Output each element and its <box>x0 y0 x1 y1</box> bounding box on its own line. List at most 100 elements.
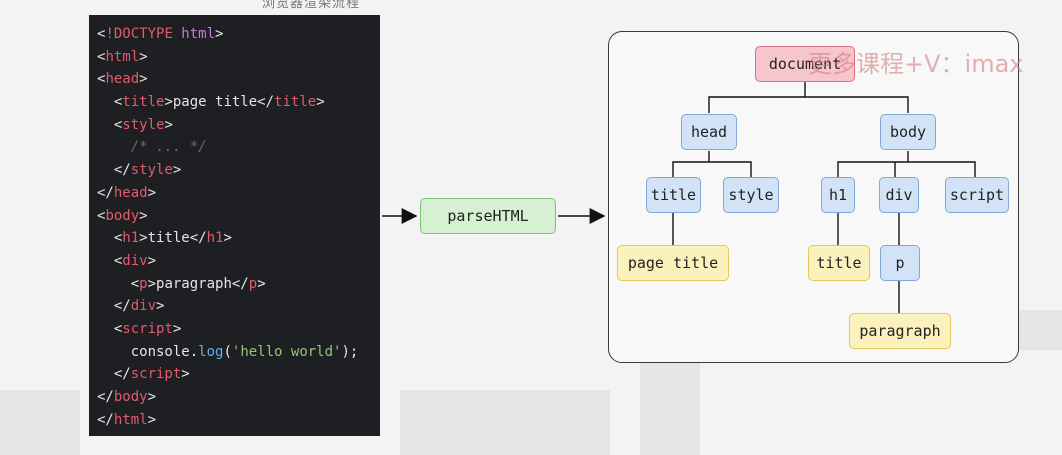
code-token: html <box>172 26 216 42</box>
watermark-text: 更多课程+V：imax <box>808 50 1024 78</box>
code-token: < <box>97 230 123 247</box>
code-token: head <box>113 184 148 201</box>
code-token: > <box>316 94 325 111</box>
code-token: < <box>97 252 123 269</box>
code-line: <style> <box>97 114 380 137</box>
code-token: ( <box>223 343 232 360</box>
code-line: </script> <box>97 363 380 386</box>
code-token: > <box>147 411 157 428</box>
code-token: title <box>122 94 165 111</box>
code-line: console.log('hello world'); <box>97 341 380 364</box>
code-token: > <box>139 48 148 65</box>
code-token: body <box>105 207 140 224</box>
code-line: <div> <box>97 250 380 273</box>
code-token: p <box>248 275 258 292</box>
code-token: > <box>147 252 157 269</box>
background-watermark-stroke <box>400 390 610 455</box>
code-line: <head> <box>97 68 380 91</box>
html-source-code-panel: <!DOCTYPE html><html><head> <title>page … <box>89 15 380 436</box>
node-style: style <box>723 177 779 213</box>
code-token: < <box>97 116 123 133</box>
background-watermark-stroke <box>0 390 80 455</box>
code-token: > <box>147 184 157 201</box>
code-token: > <box>164 116 173 133</box>
code-token: div <box>130 298 157 315</box>
code-token: style <box>122 116 165 133</box>
code-token: !DOCTYPE <box>105 26 173 42</box>
code-token: style <box>130 162 173 179</box>
node-h1-text: title <box>808 245 870 281</box>
code-token: </ <box>97 366 131 383</box>
code-token: < <box>97 275 140 292</box>
code-token: </ <box>97 389 114 405</box>
code-line: <script> <box>97 318 380 341</box>
node-h1: h1 <box>821 177 855 213</box>
code-line: </div> <box>97 295 380 318</box>
code-token: html <box>113 411 148 428</box>
code-token: </ <box>97 162 131 179</box>
code-token: log <box>198 343 224 360</box>
code-token: </ <box>97 411 114 428</box>
code-token: < <box>97 207 106 224</box>
code-token: div <box>122 252 148 269</box>
code-token: ); <box>341 343 359 360</box>
code-token: > <box>223 230 232 247</box>
code-line: </html> <box>97 409 380 432</box>
code-token: > <box>147 389 157 405</box>
code-token: < <box>97 26 106 42</box>
node-page-title-text: page title <box>617 245 729 281</box>
code-line: <h1>title</h1> <box>97 227 380 250</box>
node-paragraph-text: paragraph <box>849 313 951 349</box>
code-line: </body> <box>97 386 380 409</box>
code-token: < <box>97 48 106 65</box>
node-title: title <box>646 177 701 213</box>
code-token: > <box>156 298 165 315</box>
code-token: > <box>139 71 148 88</box>
code-token: >paragraph</ <box>147 275 249 292</box>
code-line: <body> <box>97 205 380 228</box>
code-token: > <box>172 320 182 337</box>
code-line: <!DOCTYPE html> <box>97 23 380 46</box>
edge-body-children <box>837 151 976 177</box>
code-line: </head> <box>97 182 380 205</box>
code-line: <title>page title</title> <box>97 91 380 114</box>
code-token: html <box>105 48 140 65</box>
code-token: script <box>122 320 173 337</box>
edge-head-children <box>672 151 752 177</box>
node-head: head <box>681 114 737 150</box>
code-token: < <box>97 320 123 337</box>
code-line: <p>paragraph</p> <box>97 273 380 296</box>
code-token: body <box>113 389 148 405</box>
code-token: > <box>215 26 224 42</box>
page-caption: 浏览器渲染流程 <box>262 0 361 11</box>
code-token: >page title</ <box>164 94 275 111</box>
code-token: 'hello world' <box>231 343 342 360</box>
node-document: document <box>755 46 855 82</box>
code-token: > <box>139 207 148 224</box>
code-token: > <box>257 275 266 292</box>
code-token: < <box>97 71 106 88</box>
node-p: p <box>880 245 920 281</box>
node-body: body <box>880 114 936 150</box>
code-token: < <box>97 94 123 111</box>
code-line: </style> <box>97 159 380 182</box>
code-token: title <box>274 94 317 111</box>
code-line: <html> <box>97 46 380 69</box>
code-token: /* ... */ <box>97 139 207 156</box>
parsehtml-step: parseHTML <box>420 198 556 234</box>
code-token: head <box>105 71 140 88</box>
code-token: </ <box>97 184 114 201</box>
code-token: > <box>172 162 182 179</box>
code-token: console. <box>97 343 199 360</box>
code-token: script <box>130 366 182 383</box>
code-token: > <box>181 366 190 383</box>
code-token: p <box>139 275 148 292</box>
edge-document-children <box>708 82 909 113</box>
code-token: </ <box>97 298 131 315</box>
node-div: div <box>879 177 919 213</box>
node-script: script <box>945 177 1009 213</box>
code-token: h1 <box>122 230 140 247</box>
code-line: /* ... */ <box>97 136 380 159</box>
